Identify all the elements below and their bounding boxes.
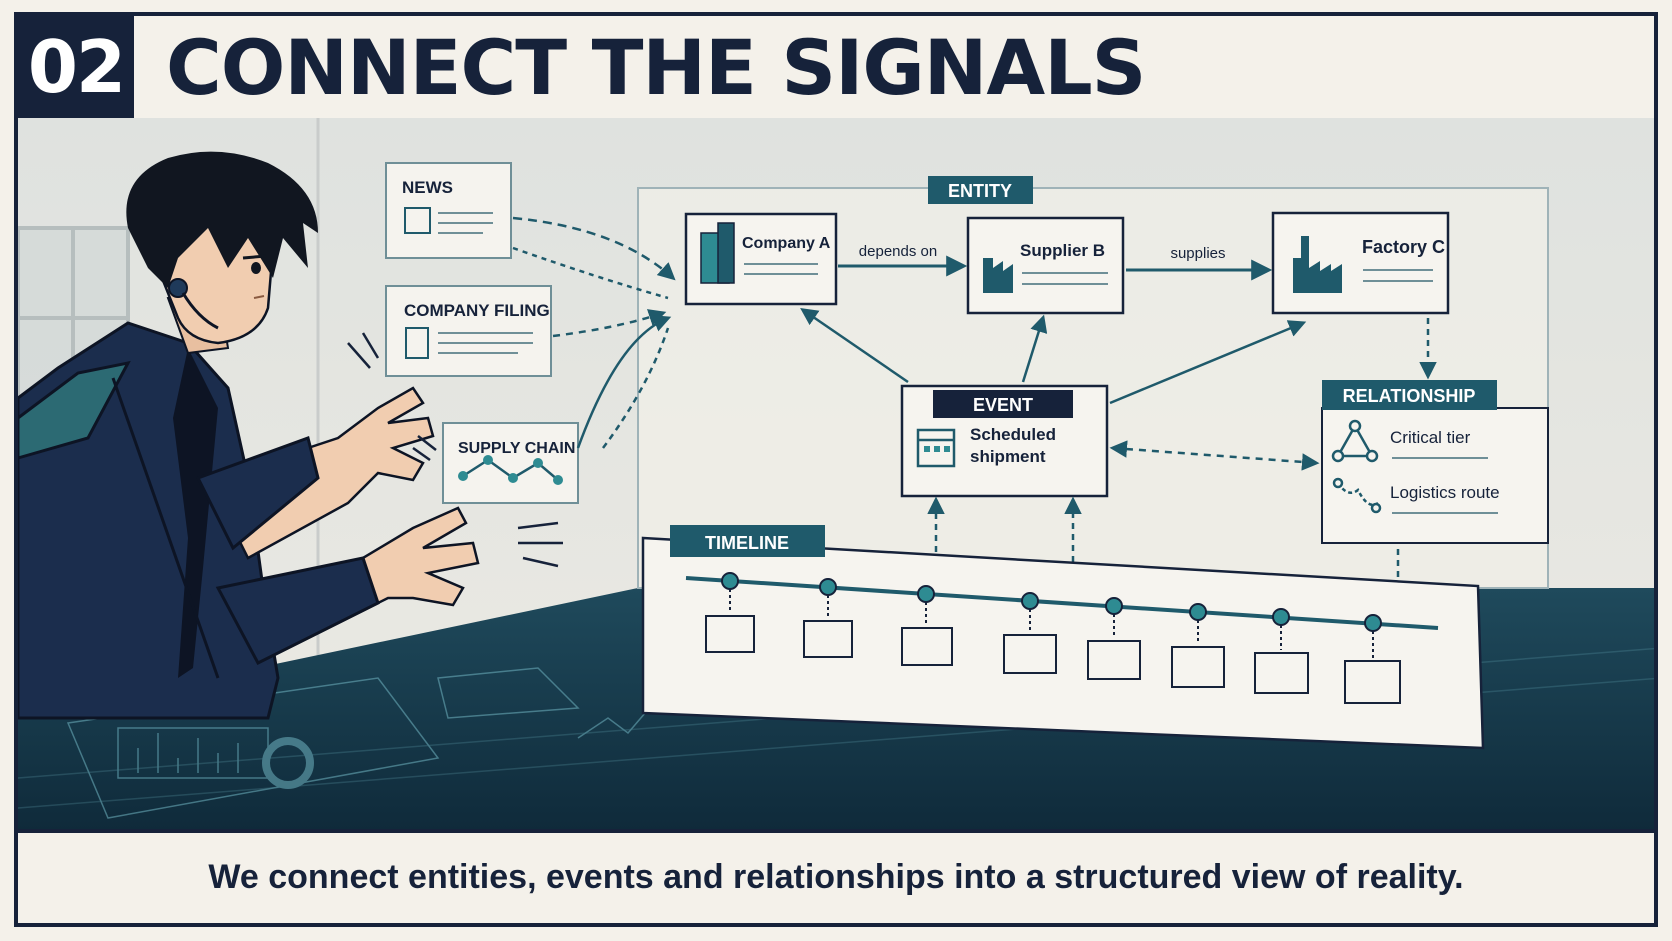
svg-text:TIMELINE: TIMELINE xyxy=(705,533,789,553)
timeline-events xyxy=(705,572,1401,704)
entity-tag: ENTITY xyxy=(928,176,1033,204)
svg-text:shipment: shipment xyxy=(970,447,1046,466)
news-card[interactable]: NEWS xyxy=(385,162,512,259)
calendar-icon xyxy=(916,428,956,468)
news-label: NEWS xyxy=(402,178,453,197)
route-icon xyxy=(1332,477,1382,514)
svg-text:Logistics route: Logistics route xyxy=(1390,483,1500,502)
network-line-icon xyxy=(458,455,563,485)
timeline-tag xyxy=(670,525,825,557)
document-icon xyxy=(405,327,429,359)
analyst-character xyxy=(18,151,563,720)
scene: NEWS COMPANY FILING SUPPLY CHAIN xyxy=(18,118,1654,832)
factory-icon xyxy=(1293,236,1342,293)
svg-text:Critical tier: Critical tier xyxy=(1390,428,1471,447)
scene-illustration: NEWS COMPANY FILING SUPPLY CHAIN xyxy=(18,118,1654,832)
svg-text:Factory C: Factory C xyxy=(1362,237,1445,257)
section-number: 02 xyxy=(18,16,134,118)
node-connectors xyxy=(800,308,1437,588)
triangle-network-icon xyxy=(1331,419,1379,463)
page-title: CONNECT THE SIGNALS xyxy=(166,23,1146,112)
relationship-tag xyxy=(1322,380,1497,410)
supplier-b-node[interactable]: Supplier B xyxy=(966,216,1125,315)
comic-panel: 02 CONNECT THE SIGNALS xyxy=(14,12,1658,927)
entity-edges xyxy=(838,255,1273,281)
building-icon xyxy=(700,222,735,284)
edge-label-supplies: supplies xyxy=(1170,245,1225,262)
svg-text:RELATIONSHIP: RELATIONSHIP xyxy=(1343,386,1476,406)
factory-c-node[interactable]: Factory C xyxy=(1271,211,1450,315)
company-filing-card[interactable]: COMPANY FILING xyxy=(385,285,552,377)
timeline-panel[interactable]: TIMELINE xyxy=(641,525,1485,750)
edge-label-depends-on: depends on xyxy=(859,243,937,260)
factory-icon xyxy=(983,258,1013,293)
supply-label: SUPPLY CHAIN xyxy=(458,440,575,457)
event-tag xyxy=(933,390,1073,418)
header: 02 CONNECT THE SIGNALS xyxy=(18,16,1654,122)
company-a-node[interactable]: Company A xyxy=(684,212,838,306)
caption: We connect entities, events and relation… xyxy=(18,829,1654,923)
svg-text:Scheduled: Scheduled xyxy=(970,425,1056,444)
source-arrows xyxy=(512,216,676,449)
svg-text:Supplier B: Supplier B xyxy=(1020,241,1105,260)
timeline-axis xyxy=(685,576,1439,630)
svg-text:Company A: Company A xyxy=(742,235,831,252)
relationship-node[interactable]: RELATIONSHIP Critical tier Logistics rou… xyxy=(1321,380,1549,544)
newspaper-icon xyxy=(404,207,431,234)
supply-chain-card[interactable]: SUPPLY CHAIN xyxy=(442,422,579,504)
svg-text:EVENT: EVENT xyxy=(973,395,1033,415)
event-node[interactable]: EVENT Scheduled shipment xyxy=(900,384,1109,498)
filing-label: COMPANY FILING xyxy=(404,301,550,320)
svg-text:ENTITY: ENTITY xyxy=(948,181,1012,201)
